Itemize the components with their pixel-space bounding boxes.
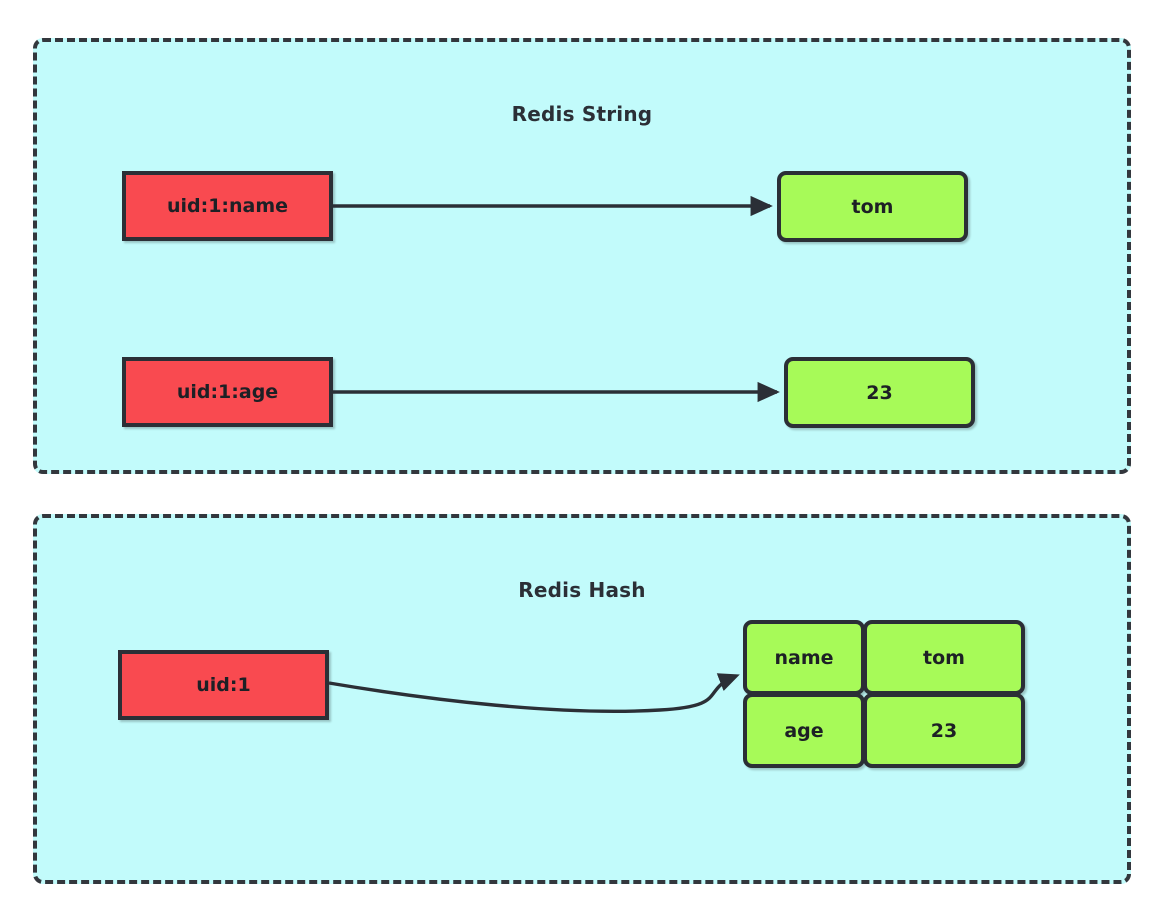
hash-field-name[interactable]: name (743, 620, 865, 695)
value-box-23[interactable]: 23 (784, 357, 975, 428)
hash-field-age[interactable]: age (743, 693, 865, 768)
panel-title-redis-string: Redis String (511, 102, 653, 126)
key-box-uid-1-name[interactable]: uid:1:name (122, 171, 333, 241)
hash-value-name[interactable]: tom (863, 620, 1025, 695)
value-box-tom[interactable]: tom (777, 171, 968, 242)
key-box-uid-1[interactable]: uid:1 (118, 650, 329, 720)
hash-value-age[interactable]: 23 (863, 693, 1025, 768)
panel-title-redis-hash: Redis Hash (518, 578, 646, 602)
key-box-uid-1-age[interactable]: uid:1:age (122, 357, 333, 427)
